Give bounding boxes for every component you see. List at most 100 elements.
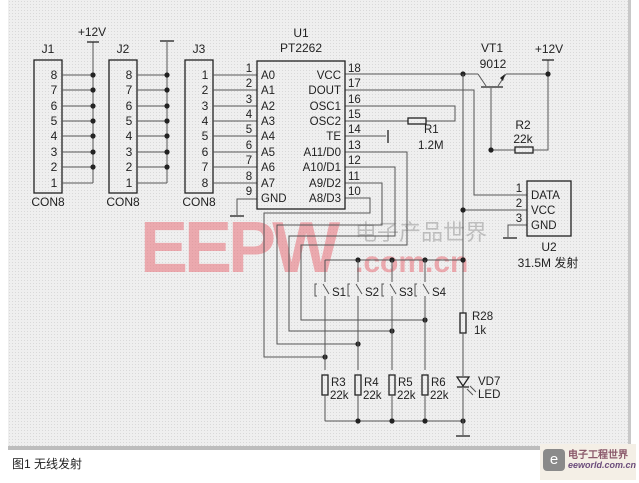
junction-dot: [545, 71, 551, 77]
resistor-r5: [388, 374, 396, 396]
connector-ref: J2: [117, 42, 130, 56]
junction-dot: [422, 418, 428, 424]
u1-pin-number: 8: [246, 171, 252, 183]
vt1-power-label: +12V: [535, 42, 563, 56]
watermark: EEPW .com.cn 电子产品世界: [140, 208, 487, 288]
led-light-arrows: [466, 385, 477, 396]
connector-pin-number: 3: [126, 145, 133, 159]
junction-dot: [90, 103, 96, 109]
junction-dot: [460, 207, 466, 213]
u1-body: [256, 60, 346, 210]
u1-pin-number: 6: [246, 140, 252, 152]
junction-dot: [164, 164, 170, 170]
connector-pin-number: 5: [126, 114, 133, 128]
connector-pin-number: 5: [202, 129, 209, 143]
junction-dot: [488, 147, 494, 153]
logo-domain: eeworld.com.cn: [568, 460, 637, 470]
u1-pin-name: A11/D0: [303, 147, 341, 159]
u1-pin-number: 17: [348, 78, 361, 90]
resistor-r3: [321, 374, 329, 396]
wire: [345, 89, 527, 196]
u1-pin-name: GND: [261, 193, 287, 205]
r1-value: 1.2M: [418, 140, 444, 152]
wire: [533, 60, 549, 151]
junction-dot: [460, 257, 466, 263]
wire: [276, 182, 383, 345]
connector-pin-number: 4: [51, 129, 58, 143]
connector-pin-number: 1: [202, 68, 209, 82]
u1-pin-number: 16: [348, 94, 361, 106]
wire: [300, 151, 425, 321]
junction-dot: [90, 118, 96, 124]
connector-pin-number: 3: [202, 99, 209, 113]
wire: [263, 197, 371, 358]
u1-pin-number: 11: [348, 171, 360, 183]
u1-pin-name: A5: [261, 147, 275, 159]
u2-ref: U2: [541, 240, 557, 254]
r2-ref: R2: [515, 118, 531, 132]
switch-label: S3: [399, 287, 413, 299]
u1-ref: U1: [293, 26, 309, 40]
switch-label: S4: [432, 287, 447, 299]
connector-pin-number: 2: [126, 160, 133, 174]
vd7-value: LED: [478, 389, 500, 401]
connector-pin-number: 6: [202, 145, 209, 159]
u1-pin-name: A4: [261, 131, 276, 143]
u1-pin-number: 5: [246, 124, 252, 136]
u1-pin-name: OSC2: [310, 116, 341, 128]
connector-pin-number: 2: [202, 83, 209, 97]
r1-ref: R1: [424, 124, 439, 136]
logo-cn: 电子工程世界: [568, 450, 628, 461]
u1-pin-name: A3: [261, 116, 275, 128]
connector-pin-number: 3: [51, 145, 58, 159]
connector-type: CON8: [182, 195, 216, 209]
connector-ref: J1: [42, 42, 55, 56]
r2-value: 22k: [513, 132, 533, 146]
connector-j2-body: [108, 59, 138, 194]
u1-pin-number: 1: [246, 63, 252, 75]
wire: [490, 88, 515, 151]
switch-icon: [414, 283, 430, 297]
u1-pin-number: 2: [246, 78, 252, 90]
u1-part: PT2262: [280, 41, 322, 55]
resistor-value: 22k: [330, 390, 349, 402]
r2-resistor: [514, 146, 534, 154]
junction-dot: [90, 87, 96, 93]
u1-pin-name: A8/D3: [309, 193, 341, 205]
junction-dot: [164, 103, 170, 109]
u1-pin-name: A7: [261, 178, 275, 190]
junction-dot: [389, 418, 395, 424]
u1-pin-number: 15: [348, 109, 361, 121]
u1-pin-number: 10: [348, 186, 361, 198]
r1-resistor: [407, 117, 427, 125]
connector-pin-number: 8: [202, 176, 209, 190]
u1-pin-name: DOUT: [308, 85, 341, 97]
vd7-ref: VD7: [478, 376, 500, 388]
resistor-ref: R6: [431, 377, 446, 389]
u1-pin-name: A2: [261, 101, 275, 113]
wire: [236, 198, 257, 215]
wire: [345, 105, 456, 122]
junction-dot: [164, 87, 170, 93]
resistor-value: 22k: [363, 390, 382, 402]
j1-power-label: +12V: [78, 25, 106, 39]
u1-pin-name: A10/D1: [303, 162, 341, 174]
vt1-ref: VT1: [481, 41, 503, 55]
connector-j3-body: [184, 59, 214, 194]
u1-pin-number: 9: [246, 186, 252, 198]
u1-pin-name: A6: [261, 162, 275, 174]
switch-icon: [381, 283, 397, 297]
u2-pin-name: DATA: [531, 190, 560, 202]
eeworld-logo: e 电子工程世界 eeworld.com.cn: [540, 444, 636, 480]
resistor-ref: R5: [398, 377, 413, 389]
r28-resistor: [459, 312, 467, 334]
u2-pin-number: 3: [516, 213, 522, 225]
u1-pin-name: VCC: [317, 70, 341, 82]
connector-pin-number: 1: [126, 176, 133, 190]
u1-pin-name: A9/D2: [309, 178, 341, 190]
u2-pin-number: 1: [516, 183, 522, 195]
switch-icon: [314, 283, 330, 297]
switch-icon: [347, 283, 363, 297]
resistor-r6: [421, 374, 429, 396]
